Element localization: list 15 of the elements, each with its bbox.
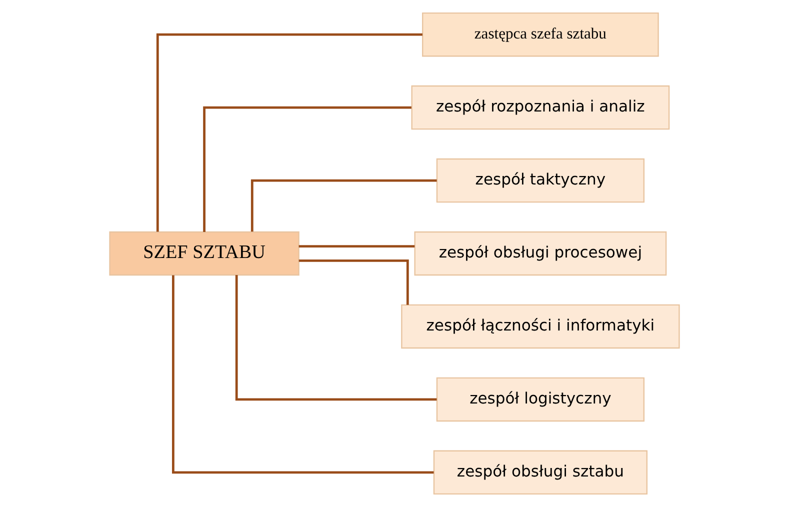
- node-box: zespół obsługi procesowej: [414, 231, 667, 276]
- node-box: zastępca szefa sztabu: [422, 12, 659, 57]
- node-box: zespół łączności i informatyki: [401, 304, 680, 349]
- connector: [235, 275, 437, 401]
- node-box: zespół taktyczny: [436, 158, 645, 203]
- connector: [250, 179, 437, 232]
- connector: [203, 106, 412, 232]
- connector: [156, 33, 422, 232]
- connector: [172, 275, 434, 474]
- connector: [298, 259, 409, 305]
- connector: [298, 245, 415, 248]
- node-box: SZEF SZTABU: [109, 231, 300, 276]
- node-box: zespół obsługi sztabu: [433, 450, 648, 495]
- node-box: zespół rozpoznania i analiz: [411, 85, 670, 130]
- node-box: zespół logistyczny: [436, 377, 645, 422]
